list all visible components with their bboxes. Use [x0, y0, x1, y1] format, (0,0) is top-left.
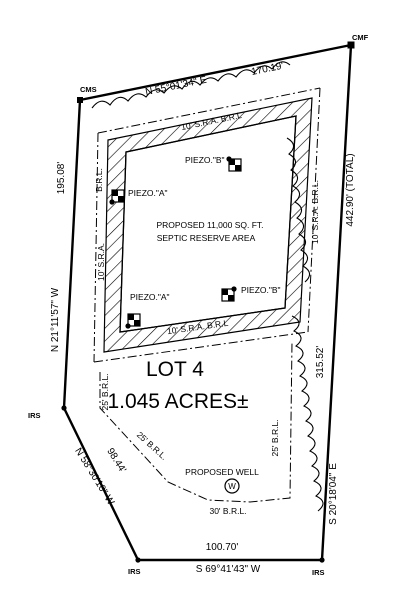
- lot-acreage: 1.045 ACRES±: [107, 390, 248, 413]
- corner-cms-marker: [77, 97, 83, 103]
- piezo-a-bottom-label: PIEZO."A": [130, 292, 170, 302]
- well-icon: W: [224, 478, 240, 494]
- piezo-b-top-symbol: [226, 156, 242, 172]
- corner-irs-south-label: IRS: [128, 567, 141, 576]
- tree-line-right-upper: [286, 137, 311, 283]
- proposed-well-label: PROPOSED WELL: [185, 467, 259, 477]
- south-distance: 100.70': [206, 542, 239, 553]
- sra-brl-bottom-line: [93, 331, 309, 363]
- well-symbol: W: [228, 482, 236, 491]
- piezo-b-bottom-label: PIEZO."B": [241, 285, 281, 295]
- sra-brl-top-line: [97, 87, 321, 134]
- brl-left-label: B.R.L.: [94, 168, 104, 192]
- septic-area-line2: SEPTIC RESERVE AREA: [157, 233, 256, 243]
- sra-brl-left-line: [93, 132, 99, 363]
- corner-cmf-label: CMF: [352, 33, 369, 42]
- west-distance: 195.08': [56, 162, 67, 195]
- brl-25-diag-label: 25' B.R.L.: [135, 430, 169, 462]
- tree-line-top: [91, 61, 291, 109]
- corner-cms-label: CMS: [80, 85, 97, 94]
- lot-number: LOT 4: [146, 358, 204, 381]
- sra-right-label: 10' S.R.A. B.R.L.: [310, 180, 320, 244]
- west-bearing: N 21°11'57" W: [50, 287, 61, 352]
- north-bearing: N 55°01'34" E: [144, 75, 208, 98]
- corner-irs-east-label: IRS: [312, 568, 325, 577]
- corner-irs-east-marker: [319, 557, 325, 563]
- brl-30-label: 30' B.R.L.: [209, 506, 246, 516]
- brl-25-line: [99, 341, 293, 503]
- sra-left-label: 10' S.R.A.: [96, 243, 106, 281]
- east-bearing: S 20°18'04" E: [328, 463, 339, 525]
- piezo-a-top-label: PIEZO."A": [128, 188, 168, 198]
- piezo-b-bottom-symbol: [221, 286, 237, 302]
- piezo-a-bottom-symbol: [125, 313, 141, 329]
- corner-irs-south-marker: [135, 557, 141, 563]
- east-distance: 315.52': [315, 346, 326, 379]
- septic-reserve-area: [119, 115, 297, 333]
- septic-area-line1: PROPOSED 11,000 SQ. FT.: [156, 220, 263, 230]
- tree-line-right-lower: [291, 315, 324, 512]
- corner-irs-west-marker: [61, 405, 67, 411]
- piezo-b-top-label: PIEZO."B": [185, 155, 225, 165]
- sw-distance: 98.44': [104, 446, 128, 475]
- brl-25-right-label: 25' B.R.L.: [270, 419, 280, 456]
- sra-brl-right-line: [307, 87, 321, 333]
- corner-cmf-marker: [347, 41, 355, 49]
- property-boundary: [62, 43, 353, 562]
- piezo-a-top-symbol: [109, 189, 125, 205]
- brl-25-left-label: 25' B.R.L.: [100, 373, 110, 410]
- south-bearing: S 69°41'43" W: [196, 564, 261, 575]
- east-total-distance: 442.90' (TOTAL): [345, 153, 356, 226]
- corner-irs-west-label: IRS: [28, 411, 41, 420]
